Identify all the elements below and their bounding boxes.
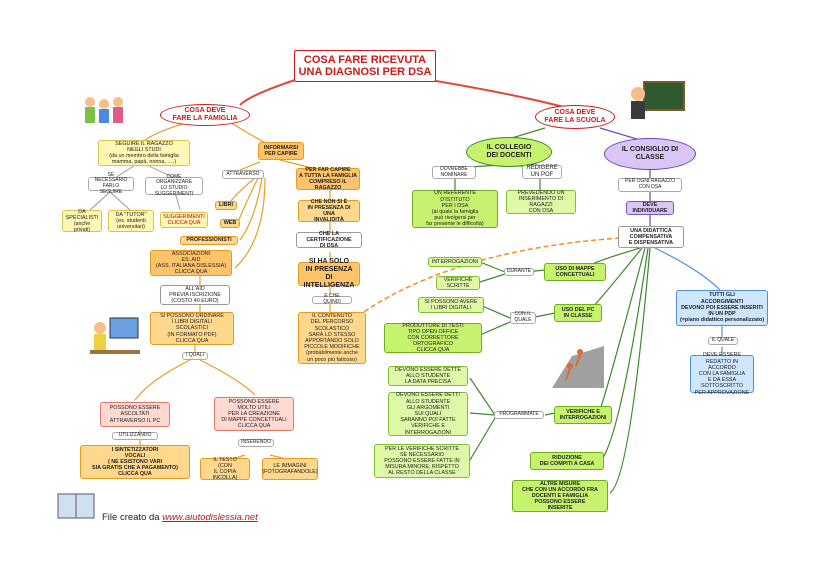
con-il-quale-label: CON IL QUALE [510, 311, 536, 324]
all-aid-node: ALL'AID PREVIA ISCRIZIONE (COSTO 40 EURO… [160, 285, 230, 305]
molto-utili-node[interactable]: POSSONO ESSERE MOLTO UTILI PER LA CREAZI… [214, 397, 294, 431]
tempo-verifiche-node: PER LE VERIFICHE SCRITTE SE NECESSARIO P… [374, 444, 470, 478]
footer-prefix: File creato da [102, 512, 163, 523]
far-capire-node: PER FAR CAPIRE A TUTTA LA FAMIGLIA COMPR… [296, 167, 360, 191]
deve-individuare-node: DEVE INDIVIDUARE [626, 201, 674, 215]
book-logo-icon [57, 493, 95, 519]
didattica-node: UNA DIDATTICA COMPENSATIVA E DISPENSATIV… [618, 226, 684, 248]
attraverso-label: ATTRAVERSO [222, 170, 264, 179]
scuola-header: COSA DEVE FARE LA SCUOLA [535, 105, 615, 129]
consiglio-header: IL CONSIGLIO DI CLASSE [604, 138, 696, 170]
suggerimenti-link[interactable]: SUGGERIMENTI CLICCA QUA [160, 212, 208, 228]
contenuto-node: IL CONTENUTO DEL PERCORSO SCOLASTICO SAR… [298, 312, 366, 364]
se-necessario-label: SE NECESSARIO FARLO SEGUIRE [88, 172, 134, 195]
libri-digitali-node: SI POSSONO AVERE I LIBRI DIGITALI [418, 297, 484, 313]
uso-pc-node: USO DEL PC IN CLASSE [554, 304, 602, 322]
i-quali-label: I QUALI [182, 352, 208, 360]
come-organizzare-label: COME ORGANIZZARE LO STUDIO SUGGERIMENTI [145, 174, 203, 197]
redatto-node: DEVE ESSERE REDATTO IN ACCORDO CON LA FA… [690, 352, 754, 396]
referente-node: UN REFERENTE D'ISTITUTO PER I DSA (al qu… [412, 190, 498, 228]
ascoltati-node: POSSONO ESSERE ASCOLTATI ATTRAVERSO IL P… [100, 402, 170, 427]
per-ogni-label: PER OGNI RAGAZZO CON DSA [618, 178, 682, 192]
redigere-label: REDIGERE UN POF [522, 165, 562, 179]
accorgimenti-node: TUTTI GLI ACCORGIMENTI DEVONO POI ESSERE… [676, 290, 768, 326]
interrogazioni-node: INTERROGAZIONI [428, 257, 482, 267]
footer-credit: File creato da www.aiutodislessia.net [102, 512, 258, 523]
non-invalidita-node: CHE NON SI È IN PRESENZA DI UNA INVALIDI… [298, 199, 360, 223]
specialisti-node: DA SPECIALISTI (anche privati) [62, 209, 102, 233]
riduzione-node: RIDUZIONE DEI COMPITI A CASA [530, 452, 604, 470]
student-computer-icon [90, 317, 140, 354]
prevedendo-node: PREVEDENDO UN INSERIMENTO DI RAGAZZI CON… [506, 190, 576, 214]
professionisti-node: PROFESSIONISTI [180, 236, 238, 245]
il-quale-label: IL QUALE [708, 337, 738, 345]
teacher-icon [631, 81, 685, 119]
e-che-quindi-label: E CHE QUINDI [312, 293, 352, 305]
dovrebbe-label: DOVREBBE NOMINARE [432, 166, 476, 179]
climbing-people-icon [552, 346, 604, 388]
altre-misure-node: ALTRE MISURE CHE CON UN ACCORDO FRA DOCE… [512, 480, 608, 512]
web-node: WEB [220, 219, 240, 228]
verifiche-scritte-node: VERIFICHE SCRITTE [436, 276, 480, 290]
tutor-node: DA "TUTOR" (es. studenti universitari) [108, 210, 154, 232]
famiglia-header: COSA DEVE FARE LA FAMIGLIA [160, 104, 250, 126]
informarsi-node: INFORMARSI PER CAPIRE [258, 142, 304, 160]
immagini-node: LE IMMAGINI (FOTOGRAFANDOLE) [262, 458, 318, 480]
produttore-node[interactable]: PRODUTTORE DI TESTI TIPO OPEN OFFICE CON… [384, 323, 482, 353]
intelligenza-node: SI HA SOLO IN PRESENZA DI INTELLIGENZA [298, 258, 360, 289]
associazioni-node[interactable]: ASSOCIAZIONI ES. AID (ASS. ITALIANA DISL… [150, 250, 232, 276]
family-icon [85, 97, 123, 123]
data-precisa-node: DEVONO ESSERE DETTE ALLO STUDENTE LA DAT… [388, 366, 468, 386]
certificazione-label: CHE LA CERTIFICAZIONE DI DSA [296, 231, 362, 249]
programmate-label: PROGRAMMATE [494, 411, 544, 419]
testo-node: IL TESTO (CON IL COPIA INCOLLA) [200, 457, 250, 481]
collegio-header: IL COLLEGIO DEI DOCENTI [466, 137, 552, 167]
seguire-node: SEGUIRE IL RAGAZZO NEGLI STUDI (da un me… [98, 140, 190, 166]
utilizzando-label: UTILIZZANDO [112, 432, 158, 440]
ordinare-node[interactable]: SI POSSONO ORDINARE I LIBRI DIGITALI SCO… [150, 312, 234, 345]
argomenti-node: DEVONO ESSERE DETTI ALLO STUDENTE GLI AR… [388, 392, 468, 436]
inserendo-label: INSERENDO [238, 439, 274, 447]
sintetizzatori-node[interactable]: I SINTETIZZATORI VOCALI ( NE ESISTONO VA… [80, 445, 190, 479]
footer-link[interactable]: www.aiutodislessia.net [162, 512, 258, 523]
durante-label: DURANTE [504, 268, 534, 276]
libri-node: LIBRI [215, 201, 237, 210]
main-title: COSA FARE RICEVUTA UNA DIAGNOSI PER DSA [294, 50, 436, 82]
uso-mappe-node: USO DI MAPPE CONCETTUALI [544, 263, 606, 281]
verifiche-int-node: VERIFICHE E INTERROGAZIONI [554, 406, 612, 424]
